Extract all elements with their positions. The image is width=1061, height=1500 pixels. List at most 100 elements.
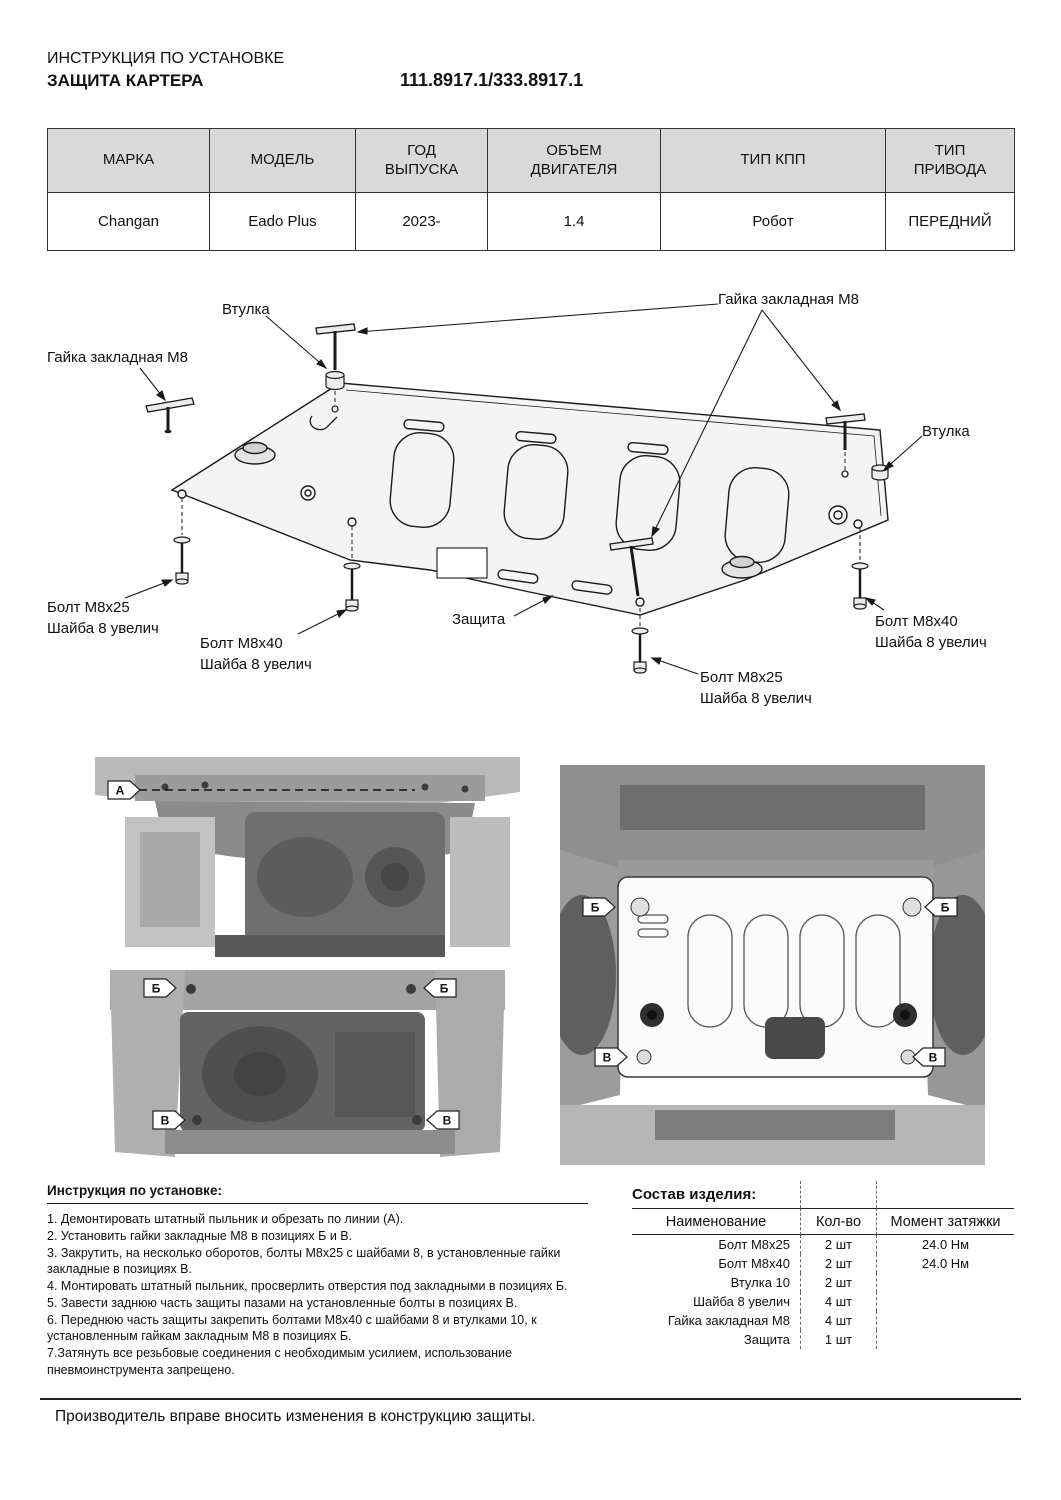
parts-header-name: Наименование — [632, 1208, 800, 1235]
embedded-nut-right — [825, 413, 866, 478]
part-torque — [876, 1292, 1014, 1311]
bolt-m8x40-front-right — [851, 528, 869, 610]
part-name: Болт М8х40 — [718, 1256, 790, 1271]
spec-header-brand: МАРКА — [47, 128, 210, 193]
label-bushing-left: Втулка — [222, 301, 270, 318]
parts-header-torque: Момент затяжки — [876, 1208, 1014, 1235]
underbody-photo-bv: Б Б В В — [95, 962, 520, 1165]
photo-underbody-cut-line: А — [95, 757, 520, 962]
part-torque: 24.0 Нм — [876, 1235, 1014, 1254]
marker-b-right: Б — [423, 978, 457, 998]
guard-installed-photo: Б Б В В — [548, 765, 997, 1165]
label-bolt-m8x40-right: Болт М8х40 Шайба 8 увелич — [875, 613, 987, 651]
bolt-m8x25-front-left — [173, 498, 191, 585]
installation-steps-title: Инструкция по установке: — [47, 1183, 588, 1204]
marker-v-left: В — [594, 1047, 628, 1067]
installation-step: 6. Переднюю часть защиты закрепить болта… — [47, 1312, 537, 1344]
parts-list-title: Состав изделия: — [632, 1186, 757, 1203]
bolt-m8x25-rear — [631, 608, 649, 674]
label-bolt-m8x40-left: Болт М8х40 Шайба 8 увелич — [200, 635, 312, 673]
underbody-photo-a: А — [95, 757, 520, 962]
footer-divider — [40, 1398, 1021, 1400]
product-title: ЗАЩИТА КАРТЕРА — [47, 71, 204, 90]
marker-v-letter: В — [929, 1051, 938, 1065]
parts-spacer — [800, 1181, 876, 1208]
photo-underbody-positions: Б Б В В — [95, 962, 520, 1165]
marker-v-letter: В — [161, 1114, 170, 1128]
installation-step: 7.Затянуть все резьбовые соединения с не… — [47, 1346, 512, 1377]
guard-exploded-drawing — [124, 303, 923, 675]
marker-v-letter: В — [603, 1051, 612, 1065]
spec-engine: 1.4 — [487, 192, 661, 251]
label-bolt-m8x25-rear: Болт М8х25 Шайба 8 увелич — [700, 669, 812, 707]
leader-lines — [124, 303, 923, 675]
part-qty: 4 шт — [800, 1311, 876, 1330]
parts-list-section: Состав изделия: Наименование Кол-во Моме… — [632, 1181, 1014, 1349]
part-name: Шайба 8 увелич — [693, 1294, 790, 1309]
label-bolt-m8x25-left: Болт М8х25 Шайба 8 увелич — [47, 599, 159, 637]
part-name: Болт М8х25 — [718, 1237, 790, 1252]
installation-step: 5. Завести заднюю часть защиты пазами на… — [47, 1295, 518, 1310]
footer-note: Производитель вправе вносить изменения в… — [55, 1408, 536, 1425]
spec-header-gearbox: ТИП КПП — [660, 128, 886, 193]
marker-v-left: В — [152, 1110, 186, 1130]
installation-steps-section: Инструкция по установке: 1. Демонтироват… — [47, 1183, 588, 1379]
vehicle-spec-table: МАРКА МОДЕЛЬ ГОД ВЫПУСКА ОБЪЕМ ДВИГАТЕЛЯ… — [47, 128, 1015, 251]
marker-b-letter: Б — [440, 982, 449, 996]
guard-plate — [170, 382, 889, 616]
spec-brand: Changan — [47, 192, 210, 251]
marker-v-right: В — [426, 1110, 460, 1130]
part-torque — [876, 1273, 1014, 1292]
part-torque — [876, 1311, 1014, 1330]
marker-b-letter: Б — [591, 901, 600, 915]
label-embedded-nut-left: Гайка закладная М8 — [47, 349, 188, 366]
marker-a: А — [107, 780, 141, 800]
spec-header-model: МОДЕЛЬ — [209, 128, 356, 193]
installed-guard-plate — [617, 876, 934, 1078]
part-qty: 2 шт — [800, 1254, 876, 1273]
part-qty: 1 шт — [800, 1330, 876, 1349]
part-name: Втулка 10 — [730, 1275, 790, 1290]
marker-b-letter: Б — [941, 901, 950, 915]
installation-step: 2. Установить гайки закладные М8 в позиц… — [47, 1228, 353, 1243]
photo-guard-installed: Б Б В В — [548, 765, 997, 1165]
bolt-m8x40-front-left — [343, 526, 361, 612]
part-qty: 2 шт — [800, 1273, 876, 1292]
embedded-nut-top — [315, 323, 356, 370]
marker-v-right: В — [912, 1047, 946, 1067]
spec-value-row: Changan Eado Plus 2023- 1.4 Робот ПЕРЕДН… — [47, 192, 1015, 251]
part-qty: 2 шт — [800, 1235, 876, 1254]
marker-a-letter: А — [116, 784, 125, 798]
part-numbers: 111.8917.1/333.8917.1 — [400, 70, 584, 90]
part-name: Гайка закладная М8 — [667, 1313, 790, 1328]
label-guard: Защита — [452, 611, 506, 628]
spec-header-row: МАРКА МОДЕЛЬ ГОД ВЫПУСКА ОБЪЕМ ДВИГАТЕЛЯ… — [47, 128, 1015, 193]
installation-step: 1. Демонтировать штатный пыльник и обрез… — [47, 1212, 404, 1226]
spec-header-year: ГОД ВЫПУСКА — [355, 128, 488, 193]
spec-year: 2023- — [355, 192, 488, 251]
installation-step: 4. Монтировать штатный пыльник, просверл… — [47, 1279, 568, 1293]
part-torque: 24.0 Нм — [876, 1254, 1014, 1273]
parts-header-qty: Кол-во — [800, 1208, 876, 1235]
spec-gearbox: Робот — [660, 192, 886, 251]
part-torque — [876, 1330, 1014, 1349]
marker-v-letter: В — [443, 1114, 452, 1128]
marker-b-right: Б — [924, 897, 958, 917]
marker-b-left: Б — [143, 978, 177, 998]
label-bushing-right: Втулка — [922, 423, 970, 440]
label-embedded-nut-right: Гайка закладная М8 — [718, 291, 859, 308]
spec-header-drive: ТИП ПРИВОДА — [885, 128, 1015, 193]
part-qty: 4 шт — [800, 1292, 876, 1311]
parts-spacer — [876, 1181, 1014, 1208]
part-name: Защита — [743, 1332, 790, 1347]
embedded-nut-middle — [609, 537, 654, 597]
doc-type-title: ИНСТРУКЦИЯ ПО УСТАНОВКЕ — [47, 50, 285, 67]
spec-model: Eado Plus — [209, 192, 356, 251]
installation-step: 3. Закрутить, на несколько оборотов, бол… — [47, 1245, 561, 1277]
spec-header-engine: ОБЪЕМ ДВИГАТЕЛЯ — [487, 128, 661, 193]
exploded-view-diagram — [0, 278, 1061, 743]
embedded-nut-left — [145, 397, 195, 434]
spec-drive: ПЕРЕДНИЙ — [885, 192, 1015, 251]
bushing-top — [325, 370, 345, 413]
